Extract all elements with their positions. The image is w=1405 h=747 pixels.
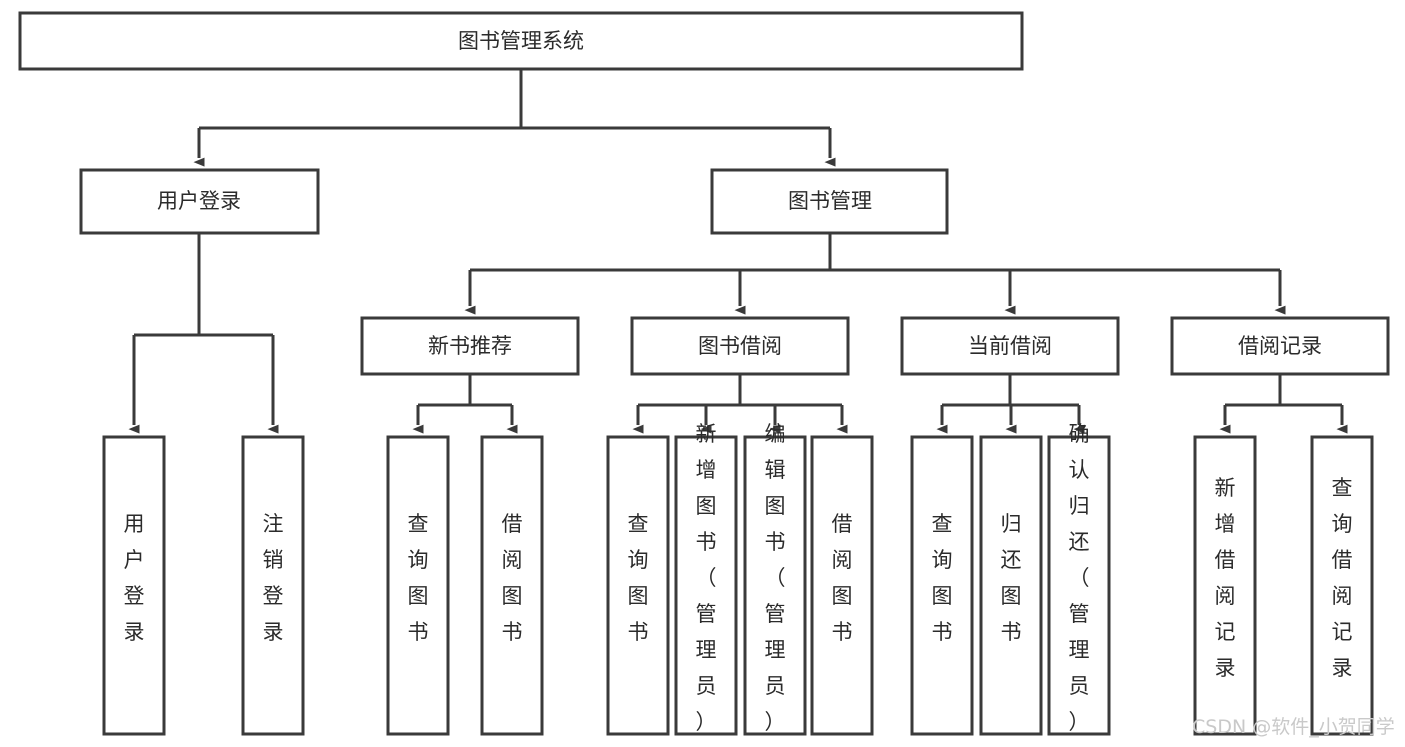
node-book-management-label: 图书管理 <box>788 189 872 213</box>
node-new-book-recommend[interactable]: 新书推荐 <box>360 316 580 376</box>
leaf-query-borrow-record[interactable]: 查询借阅记录 <box>1310 435 1374 736</box>
leaf-query-book-borrow-label: 查询图书 <box>628 512 649 644</box>
node-user-login[interactable]: 用户登录 <box>79 168 320 235</box>
node-root-label: 图书管理系统 <box>458 29 584 53</box>
leaf-return-book-label: 归还图书 <box>1001 512 1022 644</box>
leaf-query-book-borrow[interactable]: 查询图书 <box>606 435 670 736</box>
node-new-book-recommend-label: 新书推荐 <box>428 334 512 358</box>
node-book-borrow-label: 图书借阅 <box>698 334 782 358</box>
leaf-borrow-book-newbook-label: 借阅图书 <box>502 512 523 644</box>
leaf-query-book-newbook[interactable]: 查询图书 <box>386 435 450 736</box>
node-root[interactable]: 图书管理系统 <box>18 11 1024 71</box>
leaf-add-borrow-record[interactable]: 新增借阅记录 <box>1193 435 1257 736</box>
leaf-borrow-book-label: 借阅图书 <box>832 512 853 644</box>
leaf-borrow-book[interactable]: 借阅图书 <box>810 435 874 736</box>
connector-bookmgmt-to-level3 <box>464 233 1286 315</box>
leaf-logout[interactable]: 注销登录 <box>241 435 305 736</box>
leaf-add-book-admin[interactable]: 新增图书（管理员） <box>674 422 738 736</box>
leaf-query-borrow-record-label: 查询借阅记录 <box>1332 476 1353 680</box>
leaf-query-book-newbook-label: 查询图书 <box>408 512 429 644</box>
connector-currentborrow-to-leaves <box>936 374 1085 434</box>
node-borrow-record-label: 借阅记录 <box>1238 334 1322 358</box>
node-book-management[interactable]: 图书管理 <box>710 168 949 235</box>
connector-userlogin-to-leaves <box>128 233 279 434</box>
node-current-borrow-label: 当前借阅 <box>968 334 1052 358</box>
leaf-query-book-current[interactable]: 查询图书 <box>910 435 974 736</box>
leaf-add-borrow-record-label: 新增借阅记录 <box>1215 476 1236 680</box>
node-current-borrow[interactable]: 当前借阅 <box>900 316 1120 376</box>
leaf-edit-book-admin-label: 编辑图书（管理员） <box>765 422 786 734</box>
node-user-login-label: 用户登录 <box>157 189 241 213</box>
leaf-confirm-return-admin-label: 确认归还（管理员） <box>1069 422 1090 734</box>
node-book-borrow[interactable]: 图书借阅 <box>630 316 850 376</box>
connector-newbook-to-leaves <box>412 374 518 434</box>
leaf-edit-book-admin[interactable]: 编辑图书（管理员） <box>743 422 807 736</box>
node-borrow-record[interactable]: 借阅记录 <box>1170 316 1390 376</box>
leaf-borrow-book-newbook[interactable]: 借阅图书 <box>480 435 544 736</box>
leaf-add-book-admin-label: 新增图书（管理员） <box>696 422 717 734</box>
connector-borrowrecord-to-leaves <box>1219 374 1348 434</box>
connector-bookborrow-to-leaves <box>632 374 848 434</box>
csdn-watermark: CSDN @软件_小贺同学 <box>1192 716 1395 738</box>
leaf-logout-label: 注销登录 <box>263 512 284 644</box>
leaf-confirm-return-admin[interactable]: 确认归还（管理员） <box>1047 422 1111 736</box>
connector-root-to-level2 <box>193 69 836 167</box>
leaf-user-login-label: 用户登录 <box>124 512 145 644</box>
leaf-query-book-current-label: 查询图书 <box>932 512 953 644</box>
leaf-user-login[interactable]: 用户登录 <box>102 435 166 736</box>
leaf-return-book[interactable]: 归还图书 <box>979 435 1043 736</box>
